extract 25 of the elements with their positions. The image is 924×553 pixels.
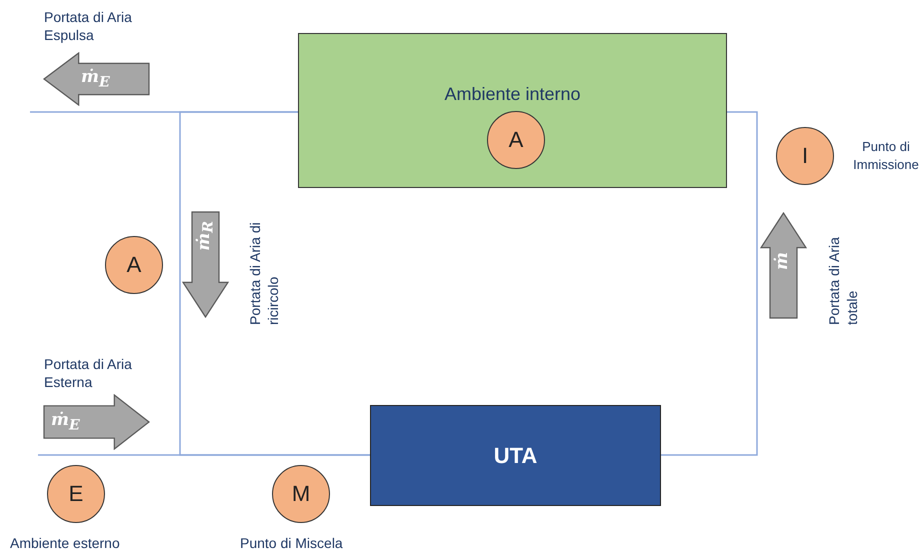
caption-text: Ambiente esterno — [10, 534, 121, 552]
duct-line — [38, 454, 370, 456]
point-letter: E — [68, 481, 84, 507]
duct-line — [661, 111, 758, 456]
point-letter: A — [508, 127, 524, 153]
point-letter: I — [802, 143, 808, 169]
room-box — [298, 33, 727, 188]
flow-symbol: ṁ — [772, 252, 792, 270]
flow-symbol: ṁ$_{E}$ — [81, 67, 110, 90]
caption-text: Punto di Immissione — [852, 138, 920, 174]
air-handling-unit-box — [370, 405, 661, 506]
caption-text: Portata di Aria di ricircolo — [246, 221, 282, 325]
flow-arrow — [43, 52, 150, 106]
flow-arrow — [43, 394, 150, 450]
flow-arrow — [182, 211, 229, 318]
caption-text: Punto di Miscela — [240, 534, 344, 552]
point-letter: M — [292, 481, 310, 507]
flow-arrow — [760, 212, 807, 319]
caption-text: Portata di Aria totale — [825, 236, 861, 325]
caption-text: Portata di Aria Esterna — [44, 355, 133, 391]
box-title: Ambiente interno — [443, 84, 582, 105]
caption-text: Portata di Aria Espulsa — [44, 8, 133, 44]
flow-symbol: ṁ$_{E}$ — [51, 410, 80, 434]
point-letter: A — [126, 252, 142, 278]
box-label: UTA — [494, 442, 538, 468]
